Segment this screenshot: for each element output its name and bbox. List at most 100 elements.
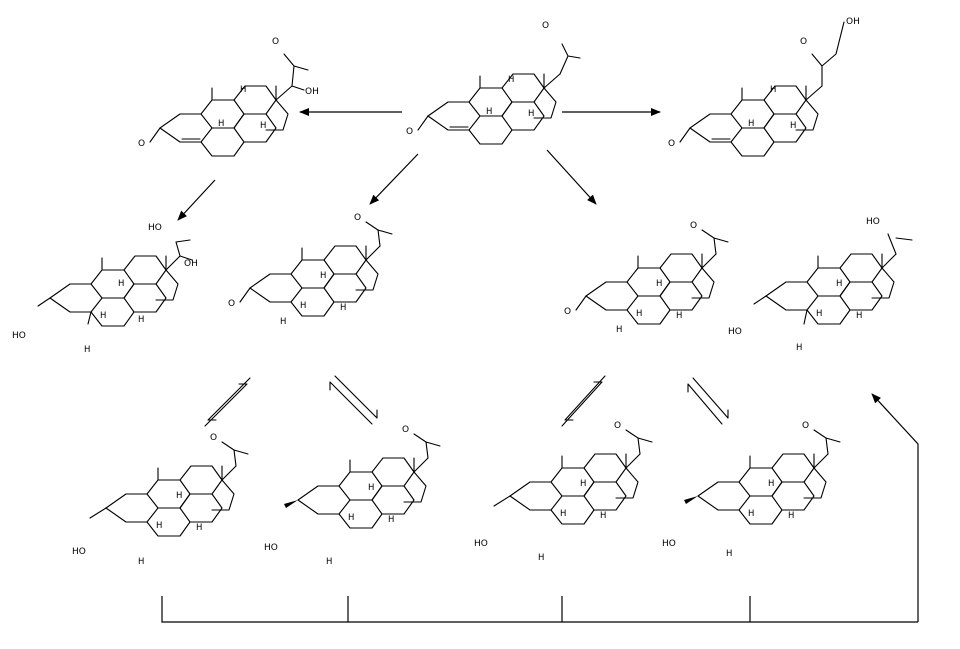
steroid-skeleton — [37, 239, 193, 327]
hydrogen-14: H — [856, 311, 862, 321]
hydrogen-5: H — [138, 557, 144, 567]
hydrogen-8: H — [656, 279, 662, 289]
steroid-skeleton — [575, 229, 729, 325]
hydrogen-5: H — [84, 345, 90, 355]
steroid-skeleton — [89, 441, 249, 537]
molecule-epipregnanolone: HO O H H H H — [662, 421, 841, 559]
hydrogen-9: H — [816, 309, 822, 319]
hydrogen-8: H — [240, 85, 246, 95]
steroid-skeleton — [753, 233, 913, 325]
equilibrium-arrows — [204, 375, 729, 427]
arrow-to-pregnanetriol — [177, 179, 216, 221]
hydrogen-8: H — [320, 271, 326, 281]
steroid-skeleton — [284, 433, 441, 529]
molecule-allopregnanolone: HO O H H H H — [72, 433, 249, 567]
hydrogen-8: H — [118, 279, 124, 289]
hydrogen-14: H — [388, 515, 394, 525]
carbonyl-oxygen-3: O — [138, 139, 145, 149]
hydrogen-8: H — [176, 491, 182, 501]
hydrogen-8: H — [836, 279, 842, 289]
hydrogen-8: H — [768, 479, 774, 489]
hydrogen-5: H — [538, 553, 544, 563]
hydrogen-14: H — [676, 311, 682, 321]
hydroxyl-3: HO — [264, 543, 278, 553]
carbonyl-oxygen-3: O — [564, 307, 571, 317]
hydroxyl-3: HO — [728, 327, 742, 337]
hydrogen-5: H — [726, 549, 732, 559]
hydrogen-9: H — [100, 311, 106, 321]
hydrogen-5: H — [616, 325, 622, 335]
equilibrium-arrow-2 — [329, 375, 378, 425]
carbonyl-oxygen-20: O — [542, 21, 549, 31]
hydrogen-9: H — [156, 521, 162, 531]
hydrogen-14: H — [260, 121, 266, 131]
carbonyl-oxygen-20: O — [402, 425, 409, 435]
molecule-progesterone: O O H H H — [406, 21, 581, 145]
hydrogen-14: H — [788, 511, 794, 521]
hydrogen-14: H — [196, 523, 202, 533]
hydroxyl-20: HO — [866, 217, 880, 227]
arrow-to-pregnanediol — [871, 393, 919, 622]
hydrogen-9: H — [636, 309, 642, 319]
hydrogen-9: H — [348, 513, 354, 523]
hydrogen-14: H — [528, 109, 534, 119]
carbonyl-oxygen-20: O — [614, 421, 621, 431]
steroid-skeleton — [679, 21, 845, 157]
hydroxyl-3: HO — [72, 547, 86, 557]
hydroxyl-3: HO — [662, 539, 676, 549]
carbonyl-oxygen-20: O — [354, 213, 361, 223]
hydrogen-5: H — [326, 557, 332, 567]
hydrogen-9: H — [218, 119, 224, 129]
hydroxyl-17: OH — [305, 87, 319, 97]
hydroxyl-21: OH — [846, 17, 860, 27]
hydrogen-14: H — [600, 511, 606, 521]
molecule-isopregnanolone: HO O H H H H — [264, 425, 441, 567]
hydroxyl-3: HO — [474, 539, 488, 549]
equilibrium-arrow-1 — [204, 377, 251, 427]
arrow-to-5beta-dihydroprogesterone — [546, 149, 597, 205]
hydroxyl-3: HO — [12, 331, 26, 341]
molecule-pregnanetriol: HO HO OH H H H H — [12, 223, 198, 355]
molecule-17-hydroxyprogesterone: O O OH H H H — [138, 37, 319, 157]
molecule-pregnanolone: HO O H H H H — [474, 421, 653, 563]
carbonyl-oxygen-3: O — [406, 127, 413, 137]
bracket-bottom — [161, 596, 918, 623]
steroid-skeleton — [239, 221, 393, 317]
hydroxyl-20: HO — [148, 223, 162, 233]
hydrogen-9: H — [300, 301, 306, 311]
molecule-5beta-dihydroprogesterone: O O H H H H — [564, 221, 729, 335]
carbonyl-oxygen-20: O — [800, 37, 807, 47]
hydroxyl-17: OH — [184, 259, 198, 269]
steroid-skeleton — [417, 43, 581, 145]
steroid-skeleton — [684, 429, 841, 525]
carbonyl-oxygen-3: O — [668, 139, 675, 149]
molecule-pregnanediol: HO HO H H H H — [728, 217, 913, 353]
hydrogen-8: H — [368, 483, 374, 493]
hydrogen-14: H — [138, 315, 144, 325]
hydrogen-5: H — [796, 343, 802, 353]
carbonyl-oxygen-20: O — [272, 37, 279, 47]
steroid-skeleton — [493, 429, 653, 525]
carbonyl-oxygen-20: O — [210, 433, 217, 443]
hydrogen-9: H — [748, 509, 754, 519]
hydrogen-8: H — [580, 479, 586, 489]
reaction-arrows — [161, 108, 919, 623]
hydrogen-5: H — [280, 317, 286, 327]
hydrogen-8: H — [770, 85, 776, 95]
molecule-5alpha-dihydroprogesterone: O O H H H H — [228, 213, 393, 327]
hydrogen-9: H — [486, 107, 492, 117]
carbonyl-oxygen-20: O — [690, 221, 697, 231]
equilibrium-arrow-3 — [561, 375, 606, 427]
carbonyl-oxygen-20: O — [802, 421, 809, 431]
equilibrium-arrow-4 — [687, 377, 729, 425]
hydrogen-9: H — [748, 119, 754, 129]
steroid-skeleton — [149, 53, 309, 157]
hydrogen-14: H — [340, 303, 346, 313]
carbonyl-oxygen-3: O — [228, 299, 235, 309]
hydrogen-9: H — [560, 509, 566, 519]
hydrogen-8: H — [508, 75, 514, 85]
molecule-deoxycorticosterone: O O OH H H H — [668, 17, 860, 157]
arrow-to-5alpha-dihydroprogesterone — [369, 153, 419, 205]
